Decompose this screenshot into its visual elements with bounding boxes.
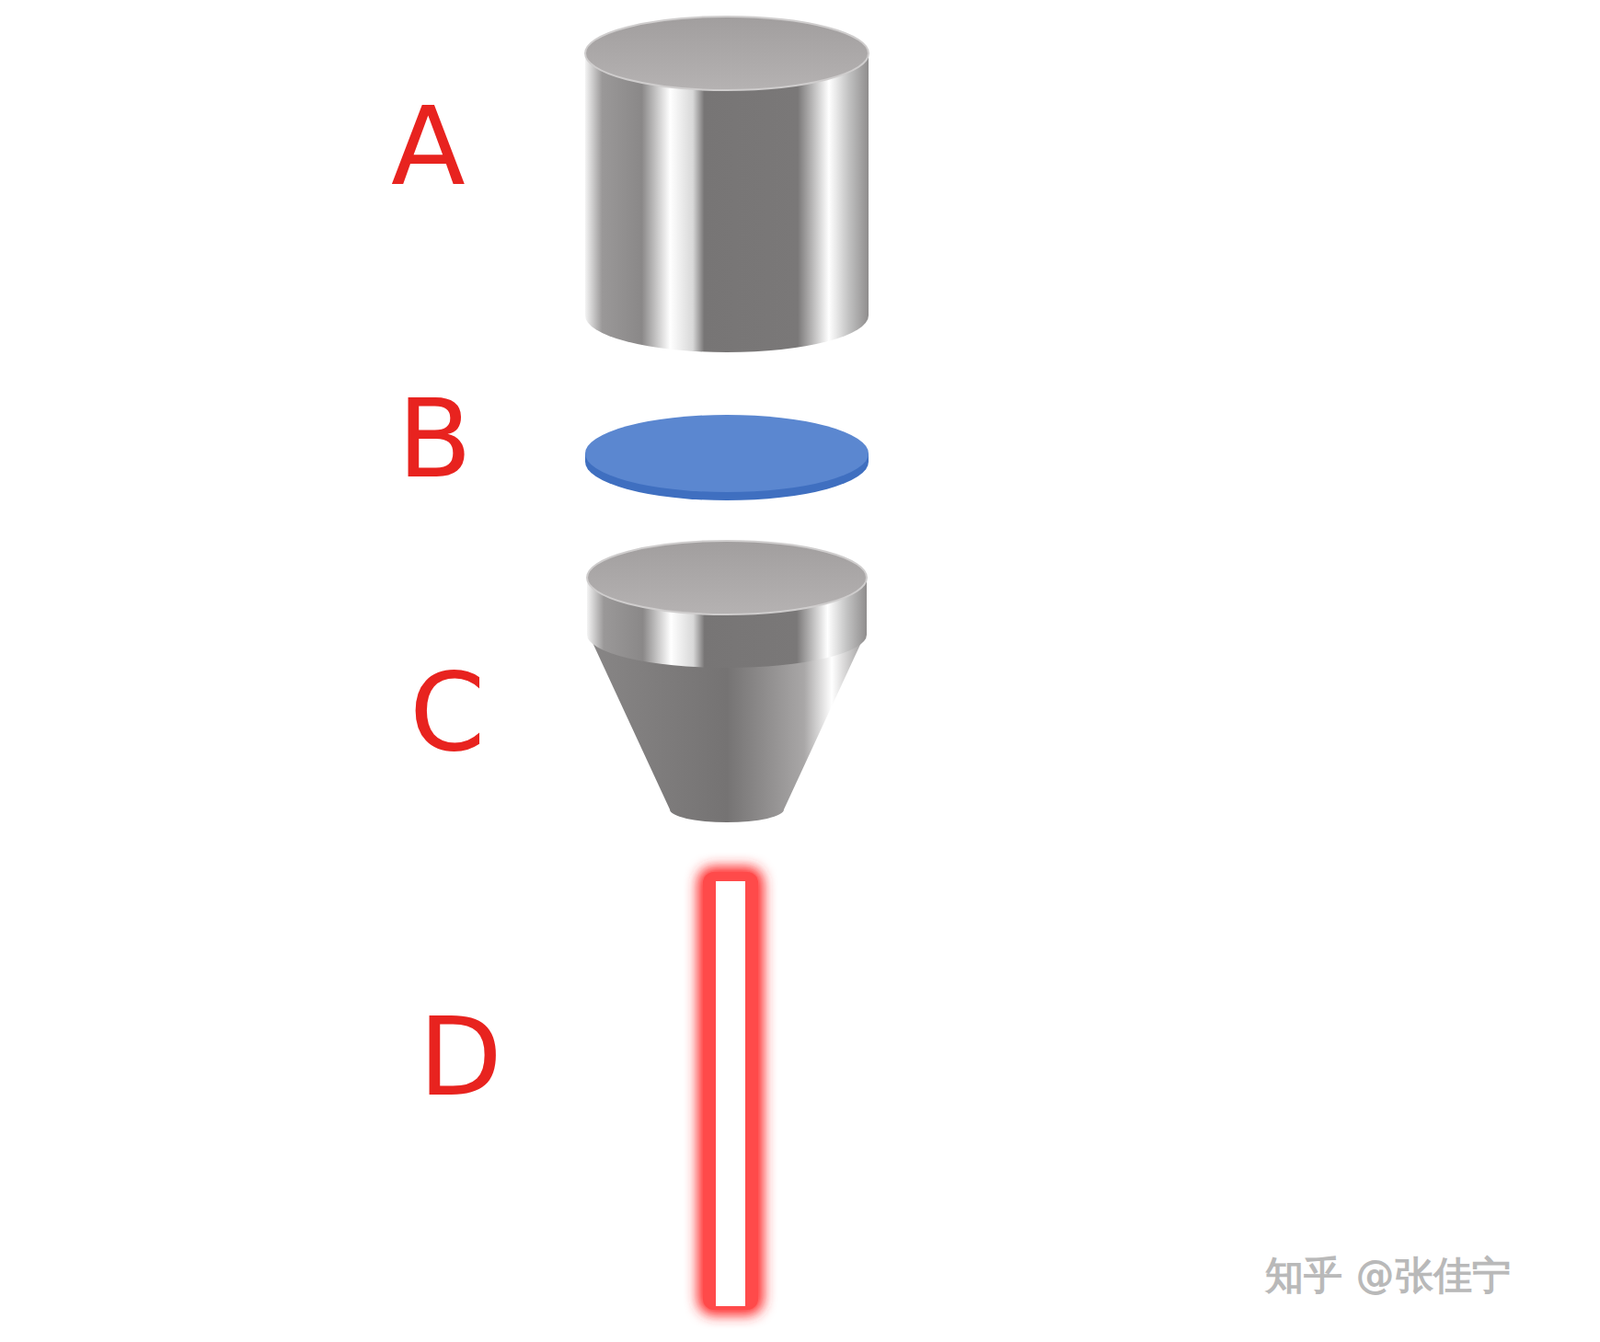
part-label: B [397, 384, 472, 494]
part-label: C [409, 657, 485, 767]
cone-part [587, 541, 867, 823]
watermark: 知乎 @张佳宁 [1265, 1256, 1511, 1296]
blue-disk [585, 414, 869, 501]
laser-beam [697, 866, 764, 1316]
cylinder-part [585, 16, 869, 353]
part-label: D [418, 1002, 503, 1112]
part-label: A [391, 92, 466, 201]
